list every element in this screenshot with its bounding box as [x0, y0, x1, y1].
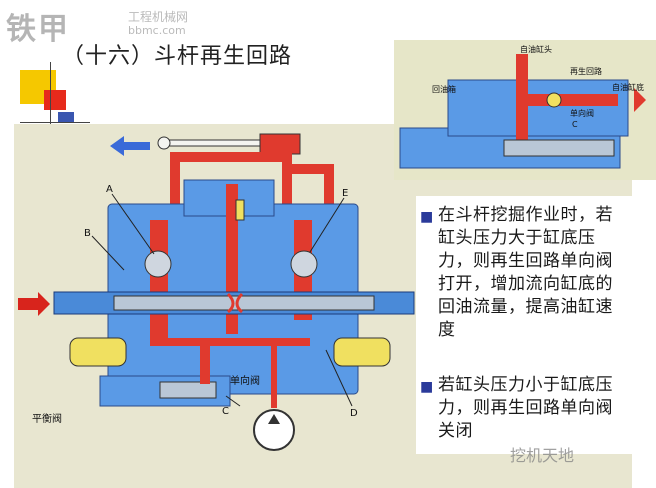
label-a: A	[106, 184, 113, 195]
flow-arrow-left-icon	[110, 136, 150, 156]
inset-label-to-tank: 回油箱	[432, 85, 456, 94]
leader-b	[91, 235, 125, 271]
pump-triangle	[268, 414, 280, 424]
spool-core	[113, 295, 375, 311]
inset-diagram: 自油缸头 再生回路 回油箱 自油缸底 单向阀 C	[394, 40, 656, 180]
check-valve-left	[144, 250, 172, 278]
inset-check-valve	[546, 92, 562, 108]
oil-line-red-top	[170, 152, 290, 162]
balance-spool	[159, 381, 217, 399]
decor-line-vertical	[50, 62, 51, 142]
end-cap-left	[69, 337, 127, 367]
explanation-box: ■ 在斗杆挖掘作业时，若缸头压力大于缸底压力，则再生回路单向阀打开，增加流向缸底…	[416, 196, 634, 454]
inset-schematic	[399, 54, 646, 169]
bullet-item: ■ 若缸头压力小于缸底压力，则再生回路单向阀关闭	[420, 374, 630, 443]
inset-label-to-bottom: 自油缸底	[612, 83, 644, 92]
balance-passage	[200, 344, 210, 384]
end-cap-right	[333, 337, 391, 367]
decor-line-horizontal	[20, 122, 90, 123]
inset-label-regen: 再生回路	[570, 67, 602, 76]
passage-red-a	[150, 220, 168, 340]
bullet-square-icon: ■	[420, 209, 434, 225]
bullet-item: ■ 在斗杆挖掘作业时，若缸头压力大于缸底压力，则再生回路单向阀打开，增加流向缸底…	[420, 204, 630, 342]
inset-arrow-right-icon	[634, 88, 646, 112]
leader-c	[225, 395, 241, 407]
inset-red-vertical	[516, 54, 528, 150]
inset-spool	[503, 139, 615, 157]
inset-label-check: 单向阀	[570, 109, 594, 118]
inset-label-rod-head: 自油缸头	[520, 45, 552, 54]
check-valve-right	[290, 250, 318, 278]
slide-title: （十六）斗杆再生回路	[62, 44, 293, 69]
label-e: E	[342, 188, 349, 199]
bullet-square-icon: ■	[420, 379, 434, 395]
inset-housing-upper	[447, 79, 629, 137]
pump-icon	[253, 409, 295, 451]
label-d: D	[350, 408, 358, 419]
cylinder-body	[259, 133, 301, 155]
regeneration-circuit-diagram	[18, 133, 415, 451]
bullet-text: 在斗杆挖掘作业时，若缸头压力大于缸底压力，则再生回路单向阀打开，增加流向缸底的回…	[438, 205, 613, 340]
label-c: C	[222, 406, 229, 417]
bullet-text: 若缸头压力小于缸底压力，则再生回路单向阀关闭	[438, 375, 613, 441]
label-check-valve: 单向阀	[230, 376, 260, 387]
watermark-site: 工程机械网	[128, 10, 189, 24]
label-b: B	[84, 228, 91, 239]
rod-eye	[157, 136, 171, 150]
leader-e	[309, 197, 345, 253]
inflow-arrow-icon	[18, 292, 50, 316]
decor-red-square	[44, 90, 66, 110]
inset-label-c: C	[572, 120, 578, 129]
brand-watermark: 挖机天地	[510, 446, 575, 465]
cylinder-rod	[161, 139, 263, 147]
decor-blue-square	[58, 112, 74, 122]
passage-red-bottom	[150, 338, 310, 346]
oil-line-red-right	[282, 164, 332, 174]
leader-a	[111, 193, 155, 255]
inset-red-horizontal	[528, 94, 618, 106]
spool-center-twist	[226, 292, 244, 314]
leader-d	[325, 349, 353, 407]
oil-line-red-mid	[282, 152, 292, 232]
watermark-logo: 铁甲	[6, 12, 70, 47]
center-plug	[235, 199, 245, 221]
watermark-url: bbmc.com	[128, 24, 186, 37]
label-balance-valve: 平衡阀	[32, 414, 62, 425]
